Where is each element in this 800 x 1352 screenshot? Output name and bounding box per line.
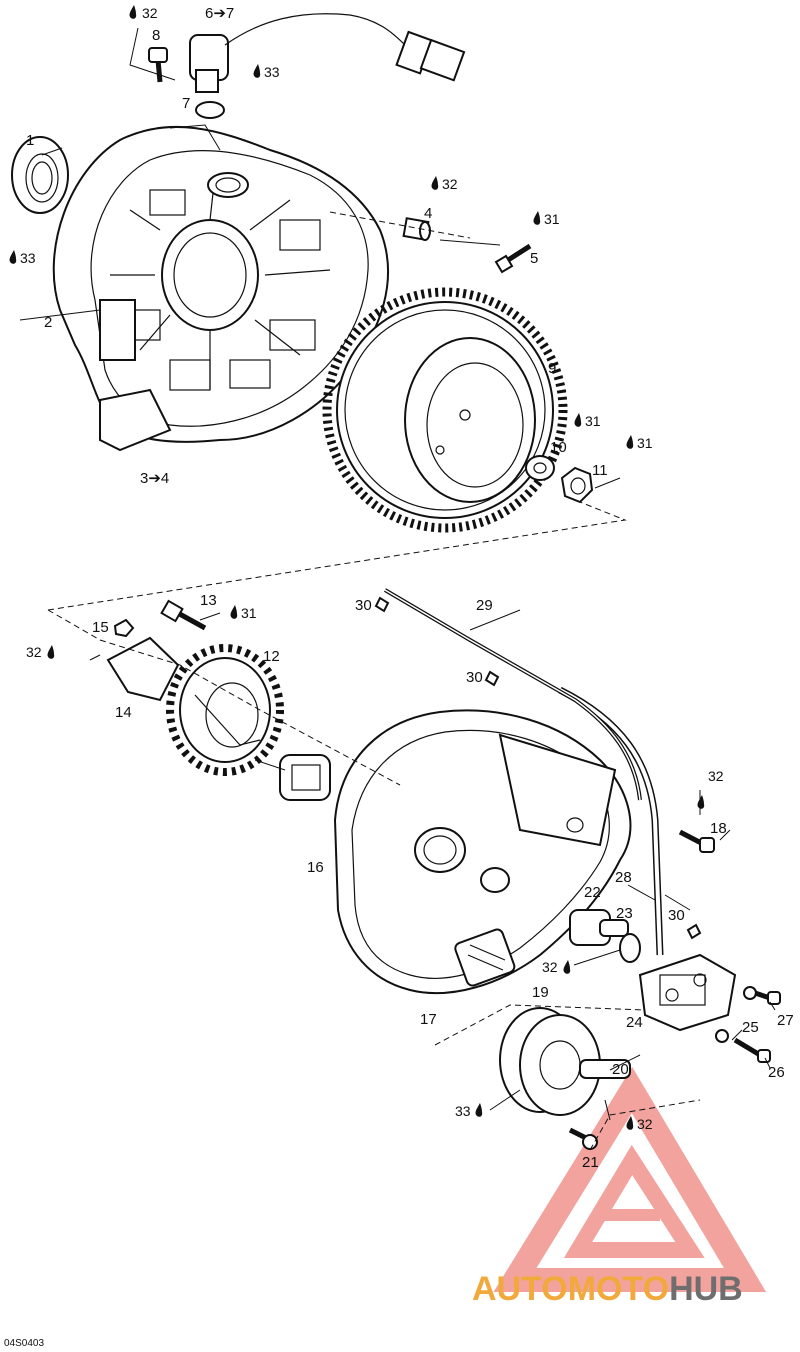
part-bolt-13 bbox=[160, 599, 207, 631]
lubricant-drop-icons bbox=[9, 5, 705, 1130]
callout-27: 27 bbox=[777, 1012, 794, 1029]
part-flywheel bbox=[322, 287, 568, 533]
callout-24: 24 bbox=[626, 1014, 643, 1031]
part-magneto-cover bbox=[333, 709, 632, 994]
part-screw-21 bbox=[568, 1127, 598, 1150]
part-clamp bbox=[106, 636, 180, 702]
watermark-brand-a: AUTOMOTO bbox=[472, 1270, 669, 1308]
callout-26: 26 bbox=[768, 1064, 785, 1081]
callout-13: 13 bbox=[200, 592, 217, 609]
callout-30-c: 30 bbox=[668, 907, 685, 924]
part-screw-8 bbox=[148, 47, 168, 83]
part-seal bbox=[11, 136, 69, 214]
callout-2: 2 bbox=[44, 314, 52, 331]
part-screw-26 bbox=[733, 1037, 771, 1063]
diagram-code: 04S0403 bbox=[4, 1338, 44, 1349]
lube-31-nut: 31 bbox=[637, 435, 653, 451]
lube-31-bolt5: 31 bbox=[544, 211, 560, 227]
lube-32-dowel: 32 bbox=[442, 176, 458, 192]
lube-32-screw21: 32 bbox=[637, 1116, 653, 1132]
callout-30-b: 30 bbox=[466, 669, 483, 686]
callout-25: 25 bbox=[742, 1019, 759, 1036]
part-coupling bbox=[254, 754, 331, 801]
part-o-ring-23 bbox=[619, 933, 641, 963]
callout-8: 8 bbox=[152, 27, 160, 44]
callout-19: 19 bbox=[532, 984, 549, 1001]
callout-labels: 1 2 3➔4 4 5 6➔7 7 8 9 10 11 12 13 14 15 … bbox=[26, 5, 794, 1171]
callout-22: 22 bbox=[584, 884, 601, 901]
lubricant-labels: 32 33 33 32 31 31 31 31 32 32 32 33 32 bbox=[20, 5, 724, 1132]
part-sensor bbox=[189, 13, 466, 93]
part-screw-27 bbox=[754, 990, 781, 1005]
callout-18: 18 bbox=[710, 820, 727, 837]
lube-31-bolt13: 31 bbox=[241, 605, 257, 621]
callout-9: 9 bbox=[548, 360, 556, 377]
callout-23: 23 bbox=[616, 905, 633, 922]
part-magneto-housing bbox=[52, 125, 389, 452]
callout-28: 28 bbox=[615, 869, 632, 886]
lube-33-sensor: 33 bbox=[264, 64, 280, 80]
part-shaft bbox=[569, 909, 629, 946]
watermark-text: AUTOMOTOHUB bbox=[472, 1270, 743, 1308]
part-clips bbox=[374, 596, 702, 940]
callout-29: 29 bbox=[476, 597, 493, 614]
lube-31-flywheel: 31 bbox=[585, 413, 601, 429]
part-screw-15 bbox=[113, 618, 135, 638]
part-washer bbox=[525, 455, 555, 481]
watermark-logo bbox=[493, 1066, 767, 1292]
lube-33-cover: 33 bbox=[455, 1103, 471, 1119]
callout-17: 17 bbox=[420, 1011, 437, 1028]
callout-11: 11 bbox=[592, 462, 608, 479]
lube-32-oring: 32 bbox=[542, 959, 558, 975]
lube-32-top: 32 bbox=[142, 5, 158, 21]
callout-15: 15 bbox=[92, 619, 109, 636]
part-o-ring bbox=[195, 101, 225, 119]
lower-leader-lines bbox=[47, 609, 776, 1151]
part-dowel bbox=[402, 217, 431, 241]
callout-20: 20 bbox=[612, 1061, 629, 1078]
part-bolt-5 bbox=[494, 243, 532, 274]
callout-3: 3➔4 bbox=[140, 470, 169, 487]
part-nut bbox=[560, 466, 594, 504]
callout-30-a: 30 bbox=[355, 597, 372, 614]
part-pump bbox=[638, 953, 737, 1032]
part-bolt-18 bbox=[678, 829, 715, 853]
callout-4: 4 bbox=[424, 205, 432, 222]
part-cover-plate bbox=[519, 1014, 631, 1116]
callout-14: 14 bbox=[115, 704, 132, 721]
upper-leader-lines bbox=[19, 27, 627, 611]
callout-5: 5 bbox=[530, 250, 538, 267]
lube-32-clamp: 32 bbox=[26, 644, 42, 660]
callout-6: 6➔7 bbox=[205, 5, 234, 22]
callout-1: 1 bbox=[26, 132, 34, 149]
part-stator bbox=[166, 644, 284, 776]
callout-21: 21 bbox=[582, 1154, 599, 1171]
callout-10: 10 bbox=[550, 439, 567, 456]
lube-33-seal: 33 bbox=[20, 250, 36, 266]
lube-32-bolt18: 32 bbox=[708, 768, 724, 784]
part-vent bbox=[454, 928, 516, 987]
callout-12: 12 bbox=[263, 648, 280, 665]
callout-16: 16 bbox=[307, 859, 324, 876]
callout-7: 7 bbox=[182, 95, 190, 112]
watermark-brand-b: HUB bbox=[669, 1270, 743, 1308]
